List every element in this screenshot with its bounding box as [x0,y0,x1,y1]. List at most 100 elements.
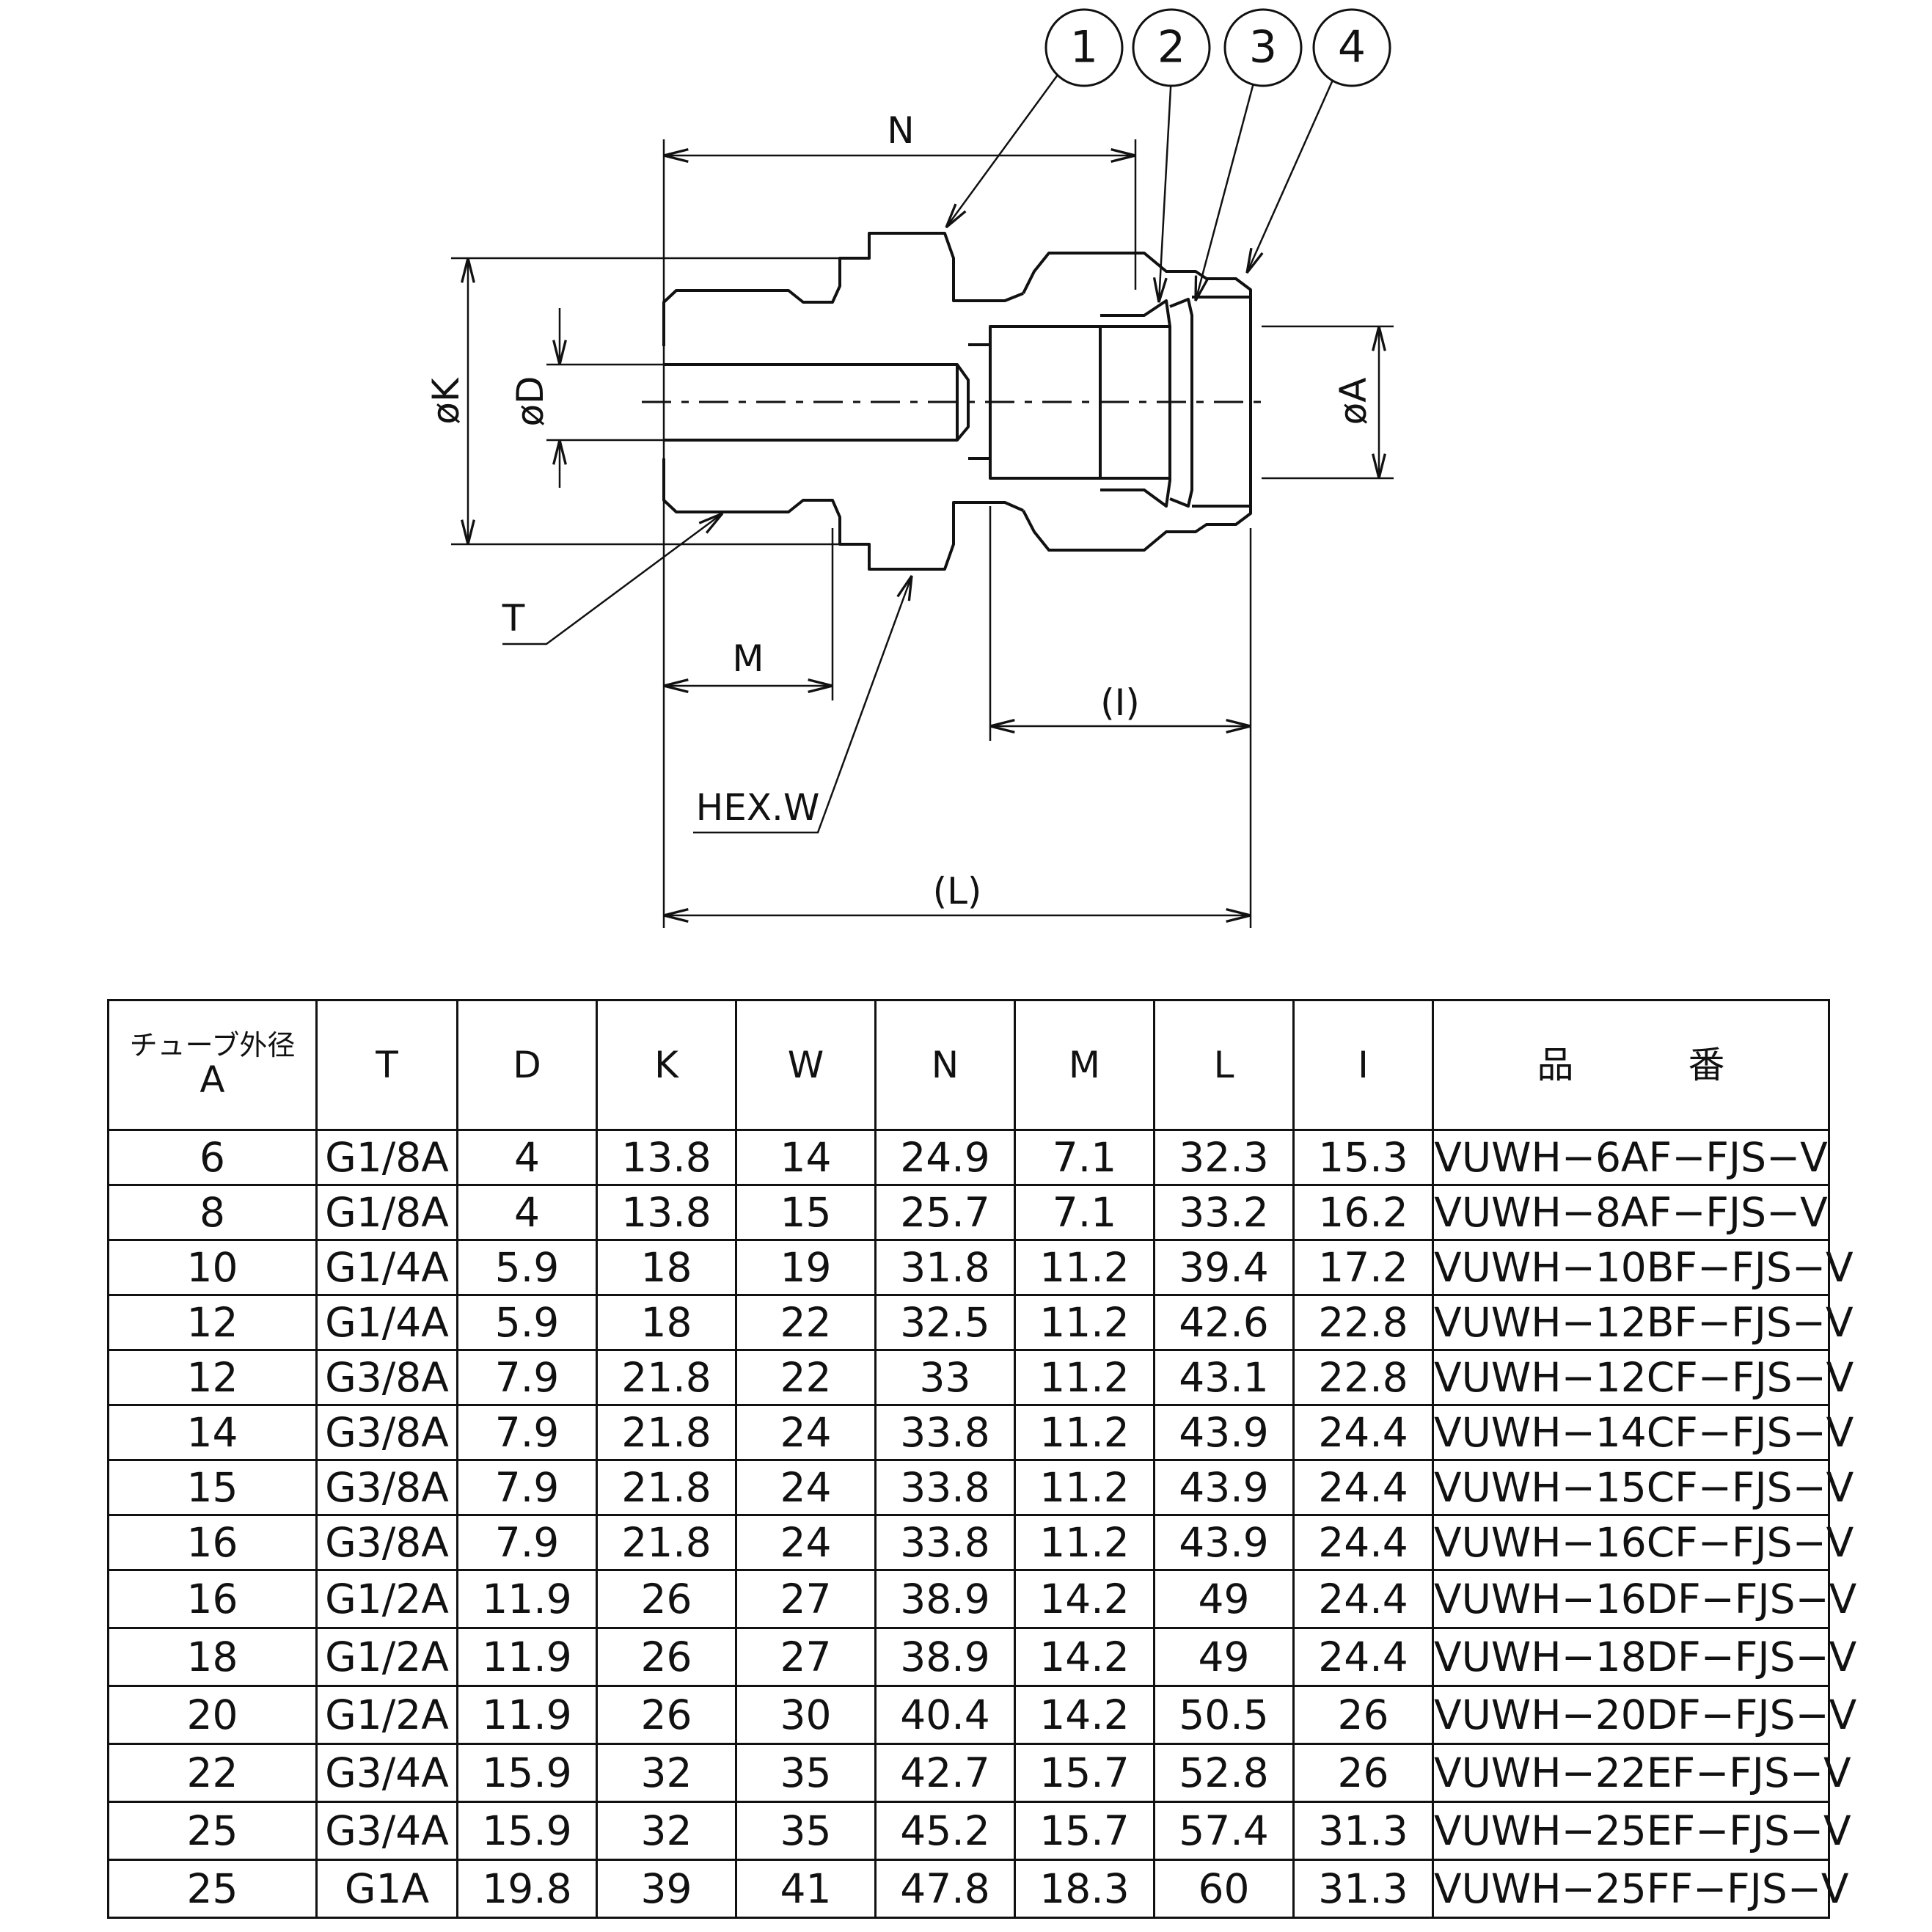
cell-d: 11.9 [456,1685,598,1745]
cell-m: 11.2 [1014,1459,1155,1516]
cell-t: G3/4A [315,1743,458,1803]
fitting-drawing: 1 2 3 4 N øK øD øA T M (I) (L) HEX.W [425,8,1394,928]
cell-i: 22.8 [1292,1349,1434,1406]
dim-t-label: T [502,597,525,640]
cell-t: G3/8A [315,1404,458,1461]
header-tube-od: チューブ外径 A [107,999,318,1131]
cell-l: 43.9 [1153,1514,1295,1571]
cell-l: 43.9 [1153,1459,1295,1516]
cell-w: 35 [735,1801,877,1861]
cell-n: 40.4 [874,1685,1016,1745]
cell-part-number: VUWH−12CF−FJS−V [1432,1349,1854,1406]
cell-k: 26 [596,1569,737,1629]
cell-tube-od: 10 [107,1239,318,1296]
cell-k: 13.8 [596,1129,737,1186]
header-m: M [1014,999,1155,1131]
header-part-number: 品 番 [1432,999,1830,1131]
cell-d: 15.9 [456,1801,598,1861]
leader-balloon-3 [1194,74,1257,301]
cell-l: 32.3 [1153,1129,1295,1186]
header-d: D [456,999,598,1131]
bore [664,363,970,442]
cell-w: 24 [735,1459,877,1516]
cell-i: 22.8 [1292,1294,1434,1351]
cell-n: 32.5 [874,1294,1016,1351]
cell-part-number: VUWH−12BF−FJS−V [1432,1294,1854,1351]
cell-part-number: VUWH−25FF−FJS−V [1432,1859,1849,1919]
leader-balloon-4 [1245,71,1338,274]
cell-t: G3/8A [315,1349,458,1406]
dim-a-label: øA [1332,378,1375,425]
cell-n: 33.8 [874,1404,1016,1461]
cell-t: G1A [315,1859,458,1919]
cell-w: 24 [735,1514,877,1571]
balloon-2-label: 2 [1157,22,1185,73]
cell-m: 11.2 [1014,1294,1155,1351]
cell-n: 38.9 [874,1569,1016,1629]
cell-n: 45.2 [874,1801,1016,1861]
cell-tube-od: 14 [107,1404,318,1461]
cell-tube-od: 6 [107,1129,318,1186]
cell-k: 32 [596,1743,737,1803]
cell-m: 11.2 [1014,1514,1155,1571]
cell-m: 14.2 [1014,1685,1155,1745]
cell-n: 25.7 [874,1184,1016,1241]
cell-i: 24.4 [1292,1404,1434,1461]
cell-t: G3/4A [315,1801,458,1861]
cell-w: 22 [735,1294,877,1351]
cell-k: 32 [596,1801,737,1861]
cell-d: 7.9 [456,1459,598,1516]
cell-part-number: VUWH−10BF−FJS−V [1432,1239,1854,1296]
cell-w: 30 [735,1685,877,1745]
cell-w: 27 [735,1627,877,1687]
cell-tube-od: 12 [107,1349,318,1406]
nut-outline-top [1022,252,1252,480]
cell-k: 18 [596,1294,737,1351]
cell-w: 15 [735,1184,877,1241]
cell-i: 31.3 [1292,1801,1434,1861]
cell-tube-od: 22 [107,1743,318,1803]
cell-d: 15.9 [456,1743,598,1803]
cell-n: 33.8 [874,1514,1016,1571]
cell-part-number: VUWH−8AF−FJS−V [1432,1184,1830,1241]
cell-w: 24 [735,1404,877,1461]
dim-d-label: øD [509,376,552,426]
dim-n-label: N [887,109,914,152]
cell-m: 15.7 [1014,1743,1155,1803]
cell-i: 17.2 [1292,1239,1434,1296]
cell-i: 31.3 [1292,1859,1434,1919]
cell-m: 11.2 [1014,1239,1155,1296]
cell-i: 16.2 [1292,1184,1434,1241]
cell-m: 15.7 [1014,1801,1155,1861]
cell-part-number: VUWH−16DF−FJS−V [1432,1569,1856,1629]
cell-l: 49 [1153,1569,1295,1629]
fitting-body-outline-bottom [662,458,1024,571]
nut-outline-bottom [1022,480,1252,552]
cell-d: 4 [456,1129,598,1186]
cell-t: G1/4A [315,1239,458,1296]
cell-n: 38.9 [874,1627,1016,1687]
header-w: W [735,999,877,1131]
cell-l: 50.5 [1153,1685,1295,1745]
front-ferrule [1100,299,1171,508]
cell-l: 49 [1153,1627,1295,1687]
cell-i: 26 [1292,1743,1434,1803]
cell-d: 11.9 [456,1569,598,1629]
balloon-4-label: 4 [1338,22,1366,73]
header-k: K [596,999,737,1131]
cell-tube-od: 20 [107,1685,318,1745]
cell-m: 18.3 [1014,1859,1155,1919]
cell-n: 33 [874,1349,1016,1406]
header-l: L [1153,999,1295,1131]
cell-n: 24.9 [874,1129,1016,1186]
cell-m: 14.2 [1014,1569,1155,1629]
cell-n: 31.8 [874,1239,1016,1296]
cell-tube-od: 8 [107,1184,318,1241]
